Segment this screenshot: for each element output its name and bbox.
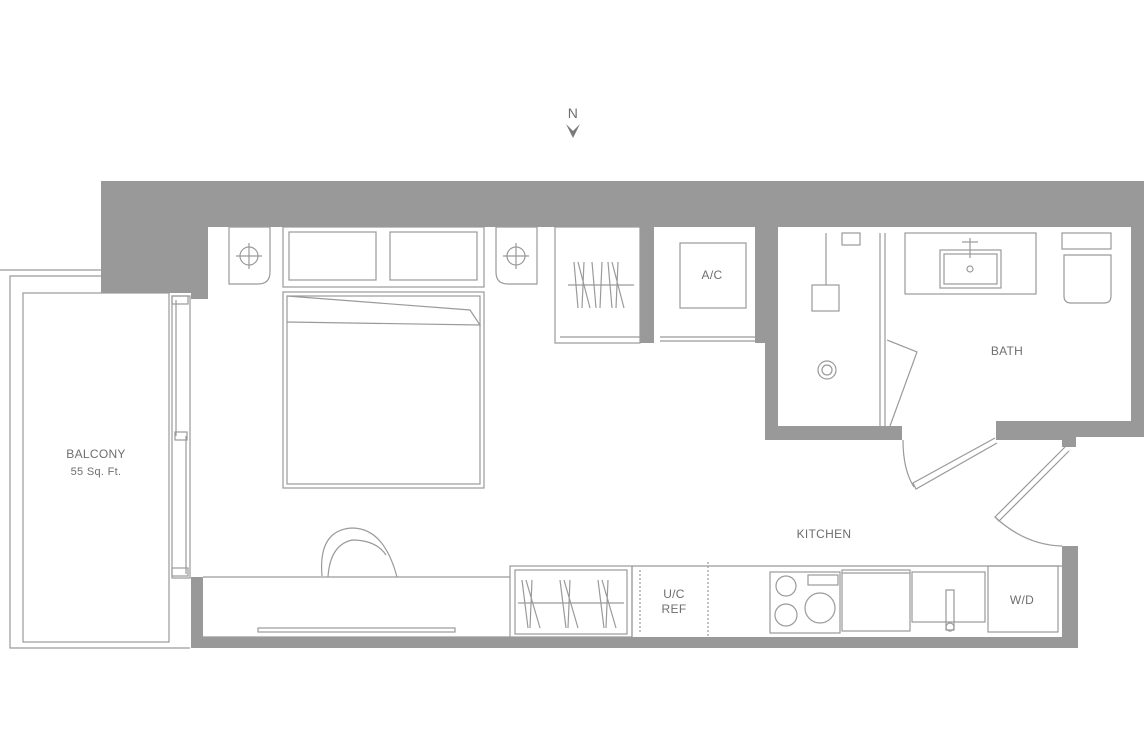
balcony-label: BALCONY (66, 447, 125, 461)
desk (203, 527, 510, 638)
bath-label: BATH (991, 344, 1023, 358)
bathroom-door (902, 437, 998, 490)
compass-label: N (568, 105, 578, 121)
ref-label-line1: U/C (663, 587, 685, 601)
ac-label: A/C (702, 268, 723, 282)
nightstand-left (228, 226, 271, 285)
interior-walls (640, 227, 1144, 447)
sliding-door (171, 295, 191, 579)
ac-closet: A/C (660, 242, 755, 342)
closet-upper (554, 226, 641, 344)
bed (282, 226, 485, 489)
kitchen-counter: U/C REF W/D (631, 562, 1062, 637)
balcony: BALCONY 55 Sq. Ft. (0, 269, 190, 649)
north-arrow-icon (566, 124, 580, 138)
balcony-area-label: 55 Sq. Ft. (71, 466, 122, 478)
bathroom: BATH (811, 232, 1112, 427)
ref-label-line2: REF (662, 602, 687, 616)
wd-label: W/D (1010, 593, 1034, 607)
entry-door (994, 446, 1070, 547)
north-compass: N (566, 105, 580, 138)
kitchen-label: KITCHEN (797, 527, 852, 541)
nightstand-right (495, 226, 538, 285)
closet-lower (509, 565, 633, 638)
exterior-walls (101, 181, 1144, 648)
